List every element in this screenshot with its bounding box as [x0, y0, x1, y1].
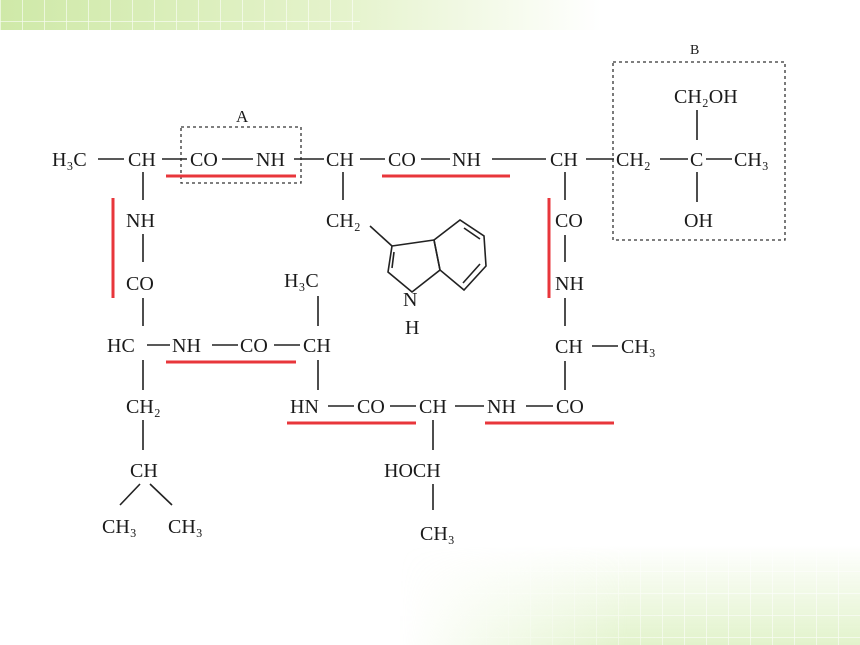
row1-h3c: H₃C: [52, 149, 87, 171]
row1-co-1: CO: [190, 149, 218, 171]
bond: [149, 483, 173, 506]
bottom-hn: HN: [290, 396, 319, 418]
bottom-co-2: CO: [556, 396, 584, 418]
trp-ch2: CH₂: [326, 210, 361, 232]
right-ch: CH: [555, 336, 583, 358]
row1-ch-2: CH: [326, 149, 354, 171]
box-b-label: B: [690, 43, 699, 58]
bottom-ch3: CH₃: [420, 523, 455, 545]
left-ch-mid: CH: [303, 335, 331, 357]
right-ch3: CH₃: [621, 336, 656, 358]
left-h3c-mid: H₃C: [284, 270, 319, 292]
left-co: CO: [126, 273, 154, 295]
left-co-mid: CO: [240, 335, 268, 357]
trp-n: N: [403, 289, 417, 311]
row1-ch3-b: CH₃: [734, 149, 769, 171]
left-nh: NH: [126, 210, 155, 232]
row1-nh-1: NH: [256, 149, 285, 171]
box-b-frame: [612, 61, 786, 241]
left-ch3-left: CH₃: [102, 516, 137, 538]
left-ch3-right: CH₃: [168, 516, 203, 538]
bottom-ch: CH: [419, 396, 447, 418]
left-ch-low: CH: [130, 460, 158, 482]
row1-nh-2: NH: [452, 149, 481, 171]
indole-ring: [369, 219, 487, 294]
left-ch2-low: CH₂: [126, 396, 161, 418]
right-nh: NH: [555, 273, 584, 295]
top-decor-grid: [0, 0, 360, 30]
box-a-label: A: [236, 107, 249, 126]
bond: [119, 483, 141, 506]
bottom-nh: NH: [487, 396, 516, 418]
bottom-decor-grid: [420, 550, 860, 645]
box-a-frame: [180, 126, 302, 184]
row1-ch2-b: CH₂: [616, 149, 651, 171]
b-oh: OH: [684, 210, 713, 232]
row1-c-b: C: [690, 149, 703, 171]
row1-co-2: CO: [388, 149, 416, 171]
row1-ch-1: CH: [128, 149, 156, 171]
row1-ch-3: CH: [550, 149, 578, 171]
left-hc: HC: [107, 335, 135, 357]
bottom-hoch: HOCH: [384, 460, 441, 482]
trp-h: H: [405, 317, 419, 339]
bottom-co-1: CO: [357, 396, 385, 418]
b-ch2oh: CH₂OH: [674, 86, 738, 108]
right-co: CO: [555, 210, 583, 232]
left-nh-mid: NH: [172, 335, 201, 357]
